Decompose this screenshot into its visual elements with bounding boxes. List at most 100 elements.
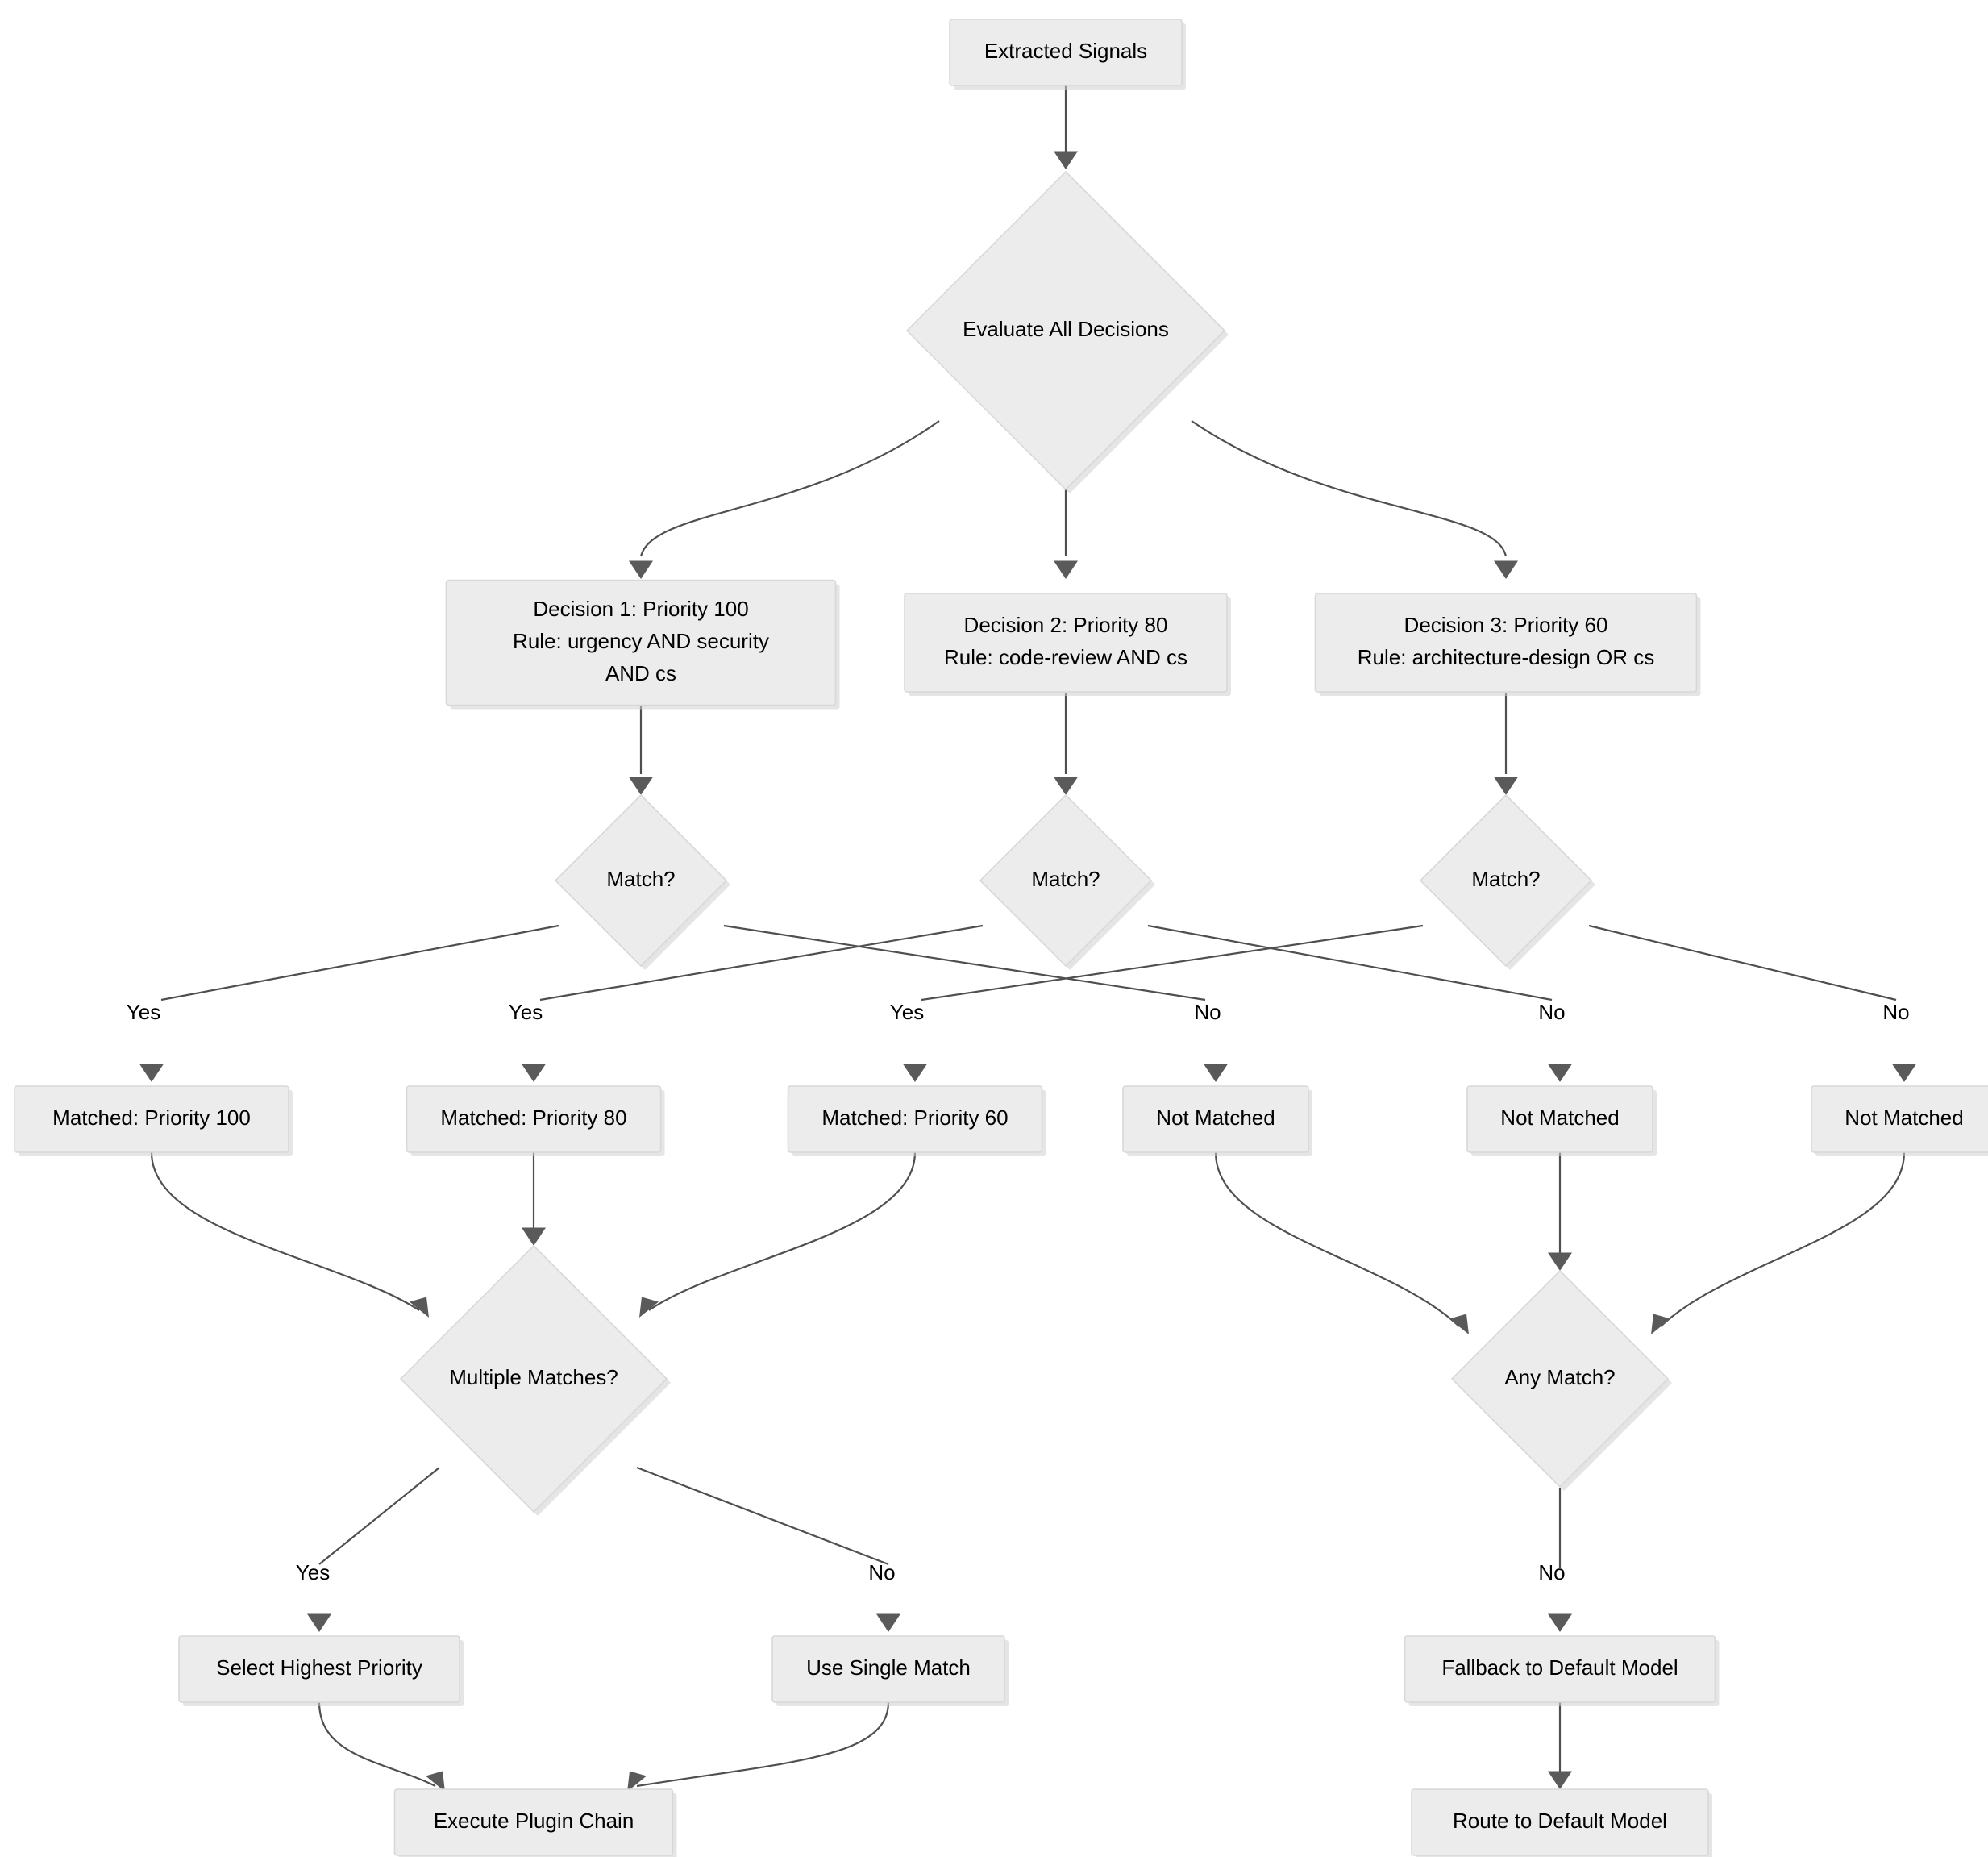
- edge-label: No: [1538, 1000, 1565, 1024]
- node-label: Decision 2: Priority 80: [964, 613, 1168, 637]
- flow-node-start[interactable]: Extracted Signals: [949, 19, 1186, 90]
- flow-node-matched80[interactable]: Matched: Priority 80: [406, 1085, 665, 1156]
- flow-edge: [1548, 1488, 1572, 1632]
- node-rect: [1404, 1635, 1716, 1703]
- flow-node-match3[interactable]: Match?: [1419, 793, 1595, 970]
- flow-node-match2[interactable]: Match?: [979, 793, 1155, 970]
- node-rect: [393, 1788, 674, 1856]
- flow-edge: [150, 1151, 429, 1318]
- node-diamond: [554, 793, 728, 968]
- flow-edge: [1548, 1152, 1572, 1271]
- node-label: Not Matched: [1845, 1105, 1963, 1130]
- node-label: Match?: [1031, 867, 1100, 891]
- flow-edge: [1494, 693, 1518, 795]
- node-label: Match?: [606, 867, 675, 891]
- node-rect: [949, 19, 1183, 86]
- flow-edge: [522, 924, 984, 1082]
- node-label: Match?: [1471, 867, 1540, 891]
- flow-edge: [629, 706, 653, 795]
- flow-node-fallback[interactable]: Fallback to Default Model: [1404, 1635, 1720, 1706]
- edge-label: No: [1194, 1000, 1221, 1024]
- flow-edge: [139, 924, 559, 1082]
- node-label: Rule: code-review AND cs: [944, 645, 1187, 669]
- edge-label: Yes: [509, 1000, 543, 1024]
- node-label: Rule: architecture-design OR cs: [1358, 645, 1654, 669]
- flow-edge: [639, 1151, 917, 1318]
- flow-edge: [1054, 85, 1078, 169]
- edge-label: Yes: [127, 1000, 160, 1024]
- node-label: Evaluate All Decisions: [963, 317, 1169, 341]
- node-rect: [1411, 1788, 1709, 1856]
- node-label: Extracted Signals: [984, 39, 1147, 63]
- node-label: Decision 1: Priority 100: [533, 597, 748, 621]
- node-label: Execute Plugin Chain: [434, 1809, 634, 1833]
- node-rect: [1314, 593, 1698, 693]
- flow-node-anymatch[interactable]: Any Match?: [1450, 1269, 1672, 1491]
- node-label: Rule: urgency AND security: [513, 629, 769, 653]
- flow-edge: [903, 924, 1424, 1082]
- node-label: Matched: Priority 80: [440, 1105, 626, 1130]
- node-diamond: [905, 170, 1226, 491]
- node-label: Matched: Priority 60: [821, 1105, 1008, 1130]
- flow-node-dec3[interactable]: Decision 3: Priority 60 Rule: architectur…: [1314, 593, 1701, 696]
- flow-node-dec2[interactable]: Decision 2: Priority 80 Rule: code-review…: [904, 593, 1231, 696]
- node-label: Any Match?: [1504, 1365, 1615, 1389]
- flow-node-match1[interactable]: Match?: [554, 793, 730, 970]
- flow-node-matched100[interactable]: Matched: Priority 100: [14, 1085, 293, 1156]
- node-label: Not Matched: [1156, 1105, 1275, 1130]
- node-label: Use Single Match: [806, 1655, 971, 1680]
- flow-node-matched60[interactable]: Matched: Priority 60: [787, 1085, 1046, 1156]
- node-rect: [771, 1635, 1005, 1703]
- node-label: Fallback to Default Model: [1441, 1655, 1678, 1680]
- node-label: Route to Default Model: [1453, 1809, 1667, 1833]
- flow-edge: [1588, 924, 1916, 1082]
- node-rect: [178, 1635, 460, 1703]
- flow-edge: [522, 1152, 546, 1246]
- flow-edge: [723, 924, 1228, 1082]
- flow-node-evaluate[interactable]: Evaluate All Decisions: [905, 170, 1229, 493]
- flow-node-multi[interactable]: Multiple Matches?: [399, 1244, 671, 1516]
- node-label: Decision 3: Priority 60: [1404, 613, 1608, 637]
- node-rect: [406, 1085, 662, 1153]
- flow-node-execute[interactable]: Execute Plugin Chain: [393, 1788, 677, 1857]
- node-rect: [445, 579, 837, 706]
- flow-edge: [636, 1466, 900, 1632]
- node-diamond: [399, 1244, 668, 1513]
- flow-edge: [1191, 420, 1518, 579]
- node-rect: [904, 593, 1228, 693]
- node-diamond: [979, 793, 1153, 968]
- node-rect: [1122, 1085, 1309, 1153]
- edge-label: No: [1538, 1560, 1565, 1584]
- flow-edge: [1651, 1151, 1906, 1334]
- edge-label: No: [1882, 1000, 1909, 1024]
- node-label: AND cs: [605, 661, 676, 685]
- flow-node-notm3[interactable]: Not Matched: [1811, 1085, 1988, 1156]
- node-rect: [14, 1085, 289, 1153]
- node-label: Matched: Priority 100: [52, 1105, 251, 1130]
- flow-node-notm2[interactable]: Not Matched: [1466, 1085, 1657, 1156]
- flow-node-route[interactable]: Route to Default Model: [1411, 1788, 1712, 1857]
- flow-edge: [1054, 693, 1078, 795]
- flow-edge: [318, 1701, 445, 1792]
- flow-edge: [1214, 1151, 1469, 1334]
- flow-edge: [627, 1701, 890, 1792]
- node-label: Select Highest Priority: [216, 1655, 422, 1680]
- node-diamond: [1450, 1269, 1670, 1489]
- node-label: Not Matched: [1500, 1105, 1619, 1130]
- node-diamond: [1419, 793, 1593, 968]
- node-rect: [1466, 1085, 1653, 1153]
- flow-edge: [1054, 489, 1078, 579]
- flow-node-single[interactable]: Use Single Match: [771, 1635, 1009, 1706]
- flow-edge: [1147, 924, 1572, 1082]
- flow-node-notm1[interactable]: Not Matched: [1122, 1085, 1312, 1156]
- flow-node-selhigh[interactable]: Select Highest Priority: [178, 1635, 464, 1706]
- node-rect: [1811, 1085, 1988, 1153]
- node-label: Multiple Matches?: [449, 1365, 618, 1389]
- edge-label: Yes: [296, 1560, 330, 1584]
- edge-label: Yes: [890, 1000, 924, 1024]
- node-rect: [787, 1085, 1043, 1153]
